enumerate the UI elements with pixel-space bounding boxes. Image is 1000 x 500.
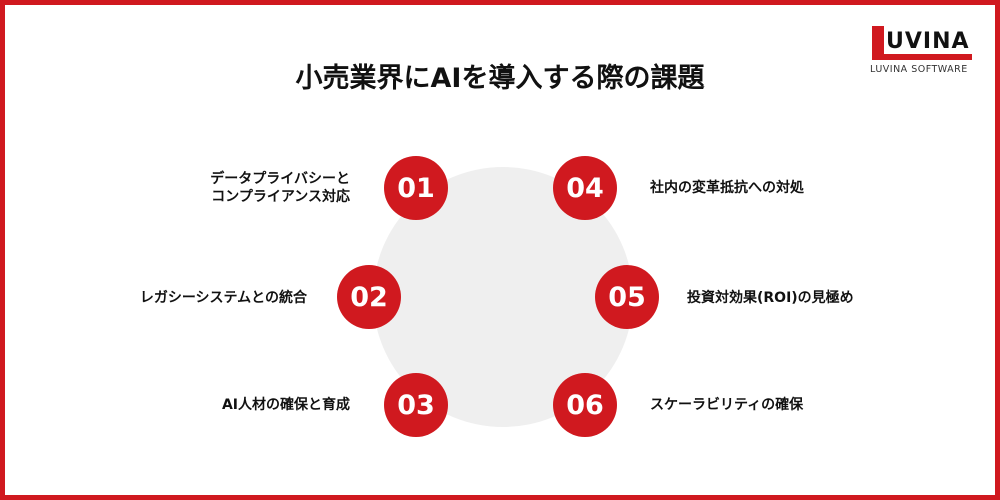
logo-subtitle: LUVINA SOFTWARE: [870, 64, 968, 75]
challenge-label-04: 社内の変革抵抗への対処: [650, 180, 804, 196]
challenge-label-03: AI人材の確保と育成: [221, 397, 350, 413]
badge-03: 03: [384, 373, 448, 437]
logo-l-mark-icon: [872, 26, 884, 60]
challenge-label-06: スケーラビリティの確保: [650, 397, 804, 413]
logo-wordmark: UVINA: [886, 29, 970, 54]
badge-05: 05: [595, 265, 659, 329]
badge-06: 06: [553, 373, 617, 437]
luvina-logo: UVINA LUVINA SOFTWARE: [870, 22, 980, 82]
logo-underline-bar: [872, 54, 972, 60]
badge-04: 04: [553, 156, 617, 220]
page-title: 小売業界にAIを導入する際の課題: [295, 63, 705, 94]
badge-02: 02: [337, 265, 401, 329]
badge-01: 01: [384, 156, 448, 220]
challenge-label-01: データプライバシーと コンプライアンス対応: [210, 170, 350, 206]
challenge-label-05: 投資対効果(ROI)の見極め: [687, 290, 854, 306]
challenge-label-01-line2: コンプライアンス対応: [211, 189, 350, 205]
challenge-label-01-line1: データプライバシーと: [210, 171, 350, 187]
challenge-label-02: レガシーシステムとの統合: [139, 290, 307, 306]
